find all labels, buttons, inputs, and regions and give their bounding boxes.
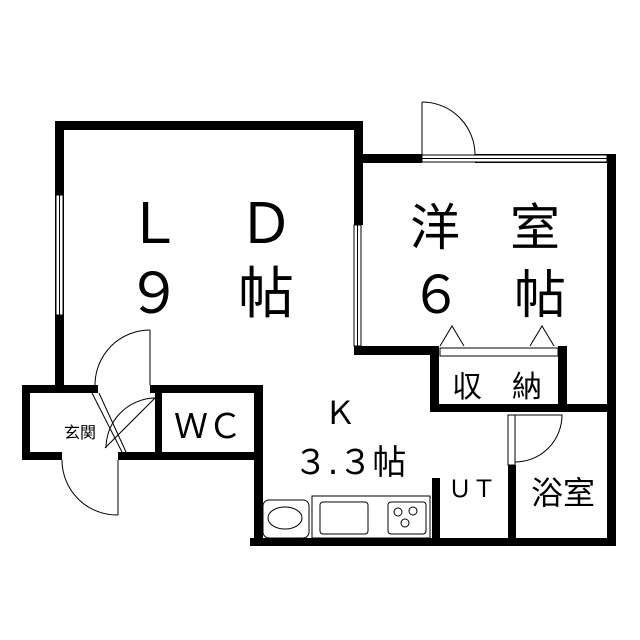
bath-label: 浴室	[531, 474, 595, 512]
entrance-label: 玄関	[64, 423, 96, 442]
western-room-label: 洋 室	[410, 199, 560, 257]
kitchen-label: Ｋ	[324, 394, 356, 432]
kitchen-size: ３.３帖	[294, 443, 407, 483]
doors[interactable]	[61, 101, 563, 516]
utility-label: ＵＴ	[448, 475, 496, 503]
ld-room-size: ９ 帖	[126, 262, 294, 327]
storage-label: 収 納	[452, 370, 542, 405]
ld-room-label: Ｌ Ｄ	[126, 192, 294, 257]
wc-label: ＷＣ	[174, 407, 242, 447]
windows	[55, 154, 608, 357]
western-room-size: ６ 帖	[410, 266, 566, 326]
kitchen-fixtures	[262, 495, 431, 539]
